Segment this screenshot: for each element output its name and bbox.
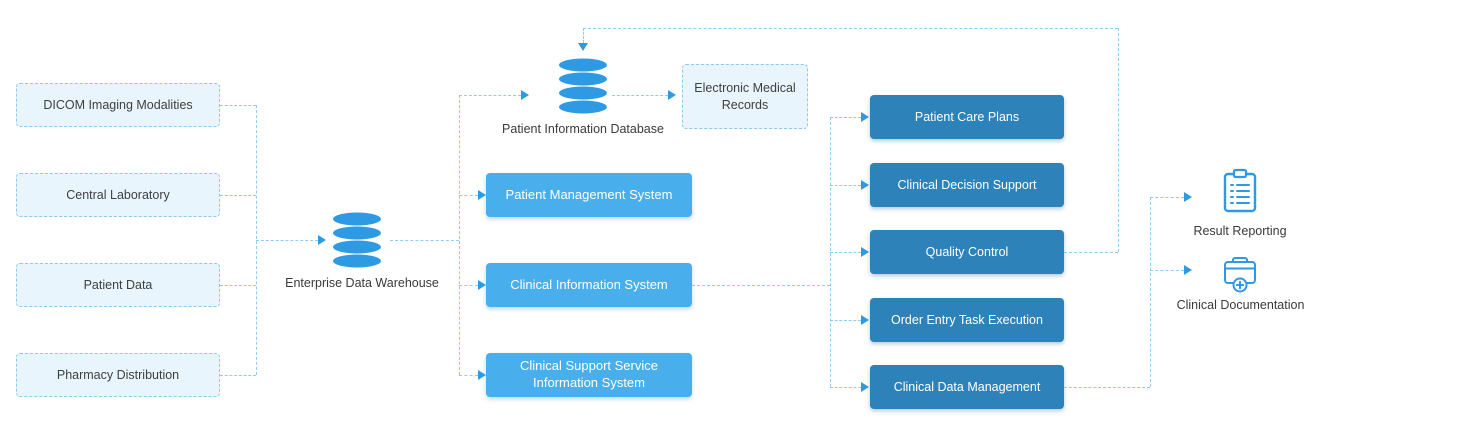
connector-line <box>830 252 861 253</box>
source-label: Patient Data <box>83 277 153 292</box>
connector-line <box>583 28 584 43</box>
source-box-pharmacy-distribution: Pharmacy Distribution <box>16 353 220 397</box>
arrowhead-right <box>521 90 529 100</box>
connector-line <box>220 375 256 376</box>
system-box-patient-management: Patient Management System <box>486 173 692 217</box>
connector-line <box>1064 387 1150 388</box>
arrowhead-right <box>478 190 486 200</box>
connector-line <box>220 105 256 106</box>
source-box-central-laboratory: Central Laboratory <box>16 173 220 217</box>
connector-line <box>459 95 521 96</box>
connector-line <box>1150 197 1184 198</box>
connector-line <box>830 320 861 321</box>
source-box-dicom-imaging: DICOM Imaging Modalities <box>16 83 220 127</box>
connector-line <box>1150 270 1184 271</box>
output-label-clinical-documentation: Clinical Documentation <box>1176 298 1305 312</box>
connector-line <box>390 240 459 241</box>
function-box-order-entry: Order Entry Task Execution <box>870 298 1064 342</box>
arrowhead-down <box>578 43 588 51</box>
patient-database-label: Patient Information Database <box>502 122 664 136</box>
arrowhead-right <box>861 112 869 122</box>
source-label: Pharmacy Distribution <box>56 367 180 382</box>
connector-line <box>459 195 478 196</box>
connector-line <box>692 285 830 286</box>
connector-line <box>830 387 861 388</box>
system-label: Clinical Support Service Information Sys… <box>519 358 658 390</box>
system-box-clinical-information: Clinical Information System <box>486 263 692 307</box>
function-label: Order Entry Task Execution <box>891 312 1043 327</box>
clipboard-report-icon <box>1222 168 1258 214</box>
arrowhead-right <box>861 382 869 392</box>
function-label: Clinical Decision Support <box>897 177 1037 192</box>
connector-line <box>1118 28 1119 252</box>
function-box-clinical-data-management: Clinical Data Management <box>870 365 1064 409</box>
arrowhead-right <box>668 90 676 100</box>
connector-line <box>459 95 460 375</box>
connector-line <box>220 195 256 196</box>
arrowhead-right <box>1184 192 1192 202</box>
arrowhead-right <box>318 235 326 245</box>
database-icon <box>557 58 609 114</box>
function-box-patient-care-plans: Patient Care Plans <box>870 95 1064 139</box>
warehouse-label: Enterprise Data Warehouse <box>285 276 439 290</box>
output-label-result-reporting: Result Reporting <box>1193 224 1287 238</box>
connector-line <box>1064 252 1118 253</box>
system-label: Patient Management System <box>505 186 673 202</box>
document-plus-icon <box>1220 254 1260 296</box>
emr-box: Electronic Medical Records <box>682 64 808 129</box>
connector-line <box>1150 197 1151 387</box>
arrowhead-right <box>1184 265 1192 275</box>
arrowhead-right <box>861 247 869 257</box>
arrowhead-right <box>478 370 486 380</box>
arrowhead-right <box>861 315 869 325</box>
connector-line <box>220 285 256 286</box>
connector-line <box>459 375 478 376</box>
system-box-clinical-support-service: Clinical Support Service Information Sys… <box>486 353 692 397</box>
source-label: DICOM Imaging Modalities <box>43 97 193 112</box>
connector-line <box>256 240 318 241</box>
arrowhead-right <box>861 180 869 190</box>
function-box-clinical-decision-support: Clinical Decision Support <box>870 163 1064 207</box>
database-icon <box>331 212 383 268</box>
connector-line <box>612 95 668 96</box>
arrowhead-right <box>478 280 486 290</box>
connector-line <box>583 28 1118 29</box>
function-label: Patient Care Plans <box>914 109 1020 124</box>
source-box-patient-data: Patient Data <box>16 263 220 307</box>
source-label: Central Laboratory <box>66 187 170 202</box>
connector-line <box>830 117 861 118</box>
connector-line <box>459 285 478 286</box>
function-label: Clinical Data Management <box>893 379 1041 394</box>
emr-label: Electronic Medical Records <box>694 81 796 112</box>
connector-line <box>830 185 861 186</box>
system-label: Clinical Information System <box>510 276 668 292</box>
function-label: Quality Control <box>925 244 1009 259</box>
function-box-quality-control: Quality Control <box>870 230 1064 274</box>
